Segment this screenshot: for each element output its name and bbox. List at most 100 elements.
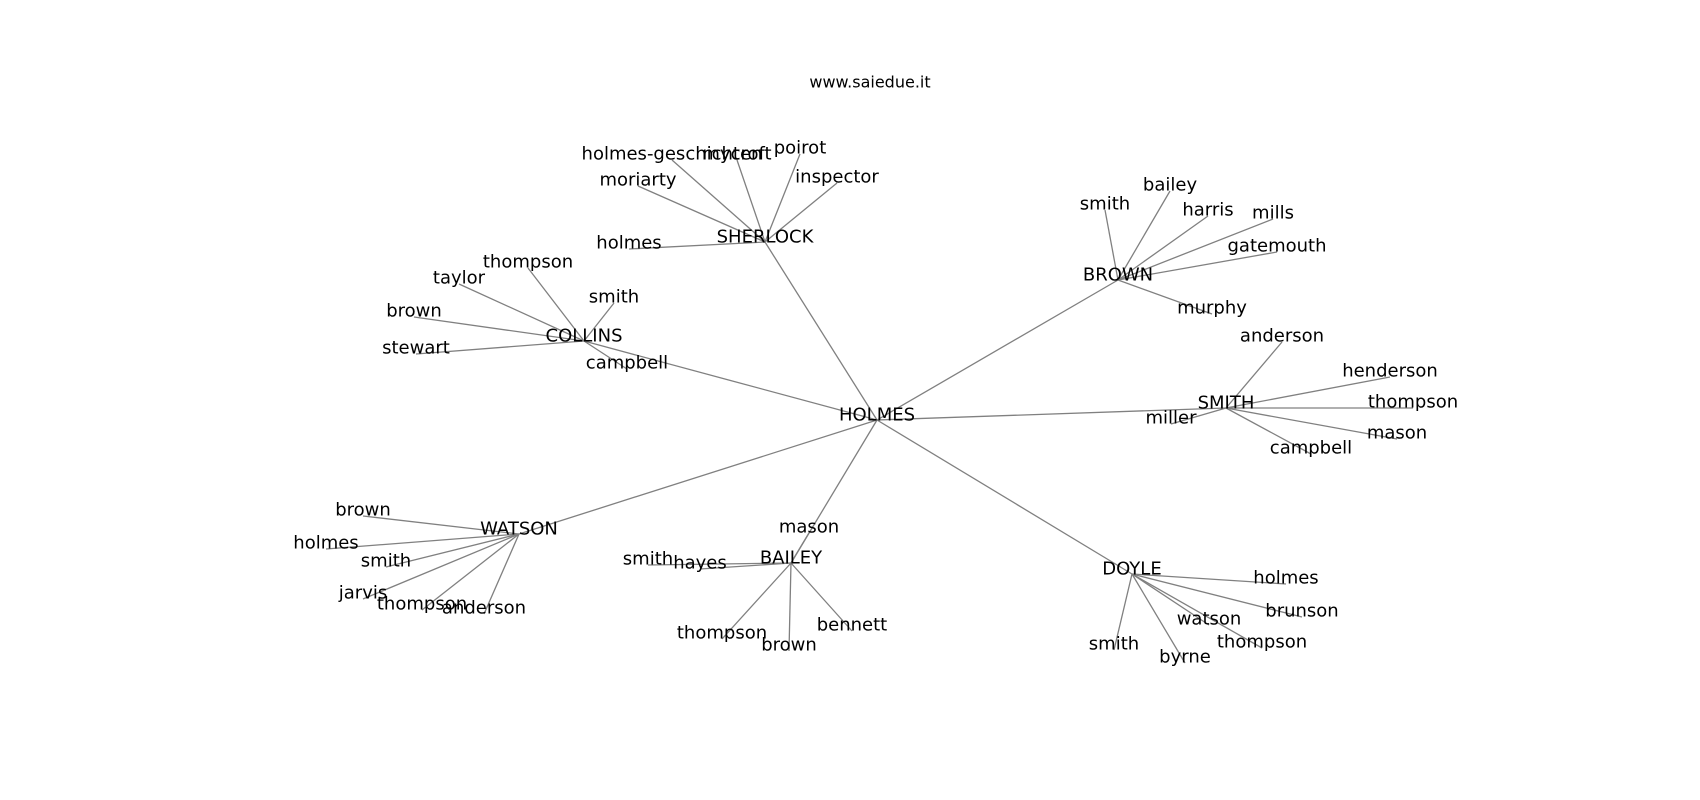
leaf-node-brown-gatemouth: gatemouth: [1227, 236, 1326, 257]
edge-watson-to-holmes: [325, 533, 520, 550]
leaf-node-brown-smith: smith: [1080, 194, 1130, 215]
edge-brown-to-mills: [1117, 218, 1274, 281]
hub-node-smith: SMITH: [1198, 393, 1255, 414]
edge-root-to-sherlock: [764, 241, 878, 421]
edge-sherlock-to-mycroft: [736, 159, 766, 243]
leaf-node-collins-thompson: thompson: [483, 252, 573, 273]
hub-node-bailey: BAILEY: [760, 548, 823, 569]
leaf-node-sherlock-inspector: inspector: [795, 167, 879, 188]
edge-bailey-to-bennett: [790, 562, 853, 632]
edge-collins-to-stewart: [415, 340, 585, 355]
hub-node-sherlock: SHERLOCK: [717, 227, 815, 248]
hub-node-doyle: DOYLE: [1102, 559, 1161, 580]
edge-watson-to-thompson: [421, 533, 520, 611]
edge-smith-to-anderson: [1225, 341, 1283, 409]
site-title: www.saiedue.it: [809, 73, 930, 92]
edge-doyle-to-thompson: [1131, 573, 1263, 649]
edge-smith-to-mason: [1225, 407, 1398, 440]
leaf-node-watson-holmes: holmes: [293, 533, 358, 554]
leaf-node-smith-anderson: anderson: [1240, 326, 1324, 347]
leaf-node-smith-miller: miller: [1145, 408, 1197, 429]
edge-bailey-to-hayes: [699, 562, 792, 570]
leaf-node-bailey-thompson: thompson: [677, 623, 767, 644]
leaf-node-doyle-holmes: holmes: [1253, 568, 1318, 589]
leaf-node-bailey-smith: smith: [623, 549, 673, 570]
leaf-node-watson-thompson: thompson: [377, 594, 467, 615]
leaf-node-brown-mills: mills: [1252, 203, 1294, 224]
leaf-node-doyle-smith: smith: [1089, 634, 1139, 655]
edge-collins-to-thompson: [527, 267, 585, 342]
edge-collins-to-brown: [413, 316, 585, 342]
hub-node-watson: WATSON: [480, 519, 558, 540]
edge-collins-to-campbell: [583, 340, 628, 370]
leaf-node-sherlock-poirot: poirot: [774, 138, 827, 159]
leaf-node-watson-anderson: anderson: [442, 598, 526, 619]
hub-node-brown: BROWN: [1083, 265, 1153, 286]
leaf-node-sherlock-moriarty: moriarty: [599, 170, 676, 191]
edge-brown-to-bailey: [1117, 190, 1171, 281]
edge-bailey-to-smith: [647, 562, 792, 566]
edge-sherlock-to-holmes: [628, 241, 766, 250]
leaf-node-smith-mason: mason: [1367, 423, 1427, 444]
leaf-node-bailey-brown: brown: [761, 635, 817, 656]
edge-sherlock-to-moriarty: [637, 185, 766, 243]
leaf-node-brown-bailey: bailey: [1143, 175, 1198, 196]
leaf-node-doyle-brunson: brunson: [1265, 601, 1338, 622]
leaf-node-doyle-byrne: byrne: [1159, 647, 1211, 668]
edge-brown-to-harris: [1117, 215, 1209, 281]
edge-doyle-to-byrne: [1131, 573, 1186, 664]
edge-root-to-collins: [583, 340, 878, 421]
leaf-node-bailey-bennett: bennett: [817, 615, 888, 636]
edge-brown-to-gatemouth: [1117, 251, 1278, 281]
leaf-node-brown-murphy: murphy: [1177, 298, 1247, 319]
edge-root-to-brown: [876, 279, 1119, 421]
leaf-node-brown-harris: harris: [1182, 200, 1233, 221]
leaf-node-bailey-mason: mason: [779, 517, 839, 538]
edge-smith-to-miller: [1170, 407, 1227, 425]
leaf-node-bailey-hayes: hayes: [673, 553, 727, 574]
edge-watson-to-anderson: [483, 533, 520, 615]
edge-doyle-to-watson: [1131, 573, 1210, 626]
edge-collins-to-taylor: [458, 283, 585, 342]
hub-node-collins: COLLINS: [546, 326, 623, 347]
edge-root-to-watson: [518, 419, 878, 535]
leaf-node-watson-jarvis: jarvis: [338, 583, 387, 604]
leaf-node-watson-smith: smith: [361, 551, 411, 572]
leaf-node-doyle-thompson: thompson: [1217, 632, 1307, 653]
leaf-node-collins-taylor: taylor: [433, 268, 486, 289]
root-node-label: HOLMES: [839, 405, 915, 426]
leaf-node-collins-stewart: stewart: [382, 338, 450, 359]
edge-bailey-to-thompson: [721, 562, 792, 640]
leaf-node-doyle-watson: watson: [1177, 609, 1242, 630]
leaf-node-sherlock-mycroft: mycroft: [702, 144, 771, 165]
edge-smith-to-campbell: [1225, 407, 1312, 455]
edge-brown-to-murphy: [1117, 279, 1213, 315]
edge-watson-to-jarvis: [362, 533, 520, 600]
leaf-node-smith-campbell: campbell: [1270, 438, 1352, 459]
edge-sherlock-to-holmes-geschichten: [671, 159, 766, 243]
edge-sherlock-to-poirot: [764, 153, 801, 243]
leaf-node-collins-campbell: campbell: [586, 353, 668, 374]
edge-smith-to-henderson: [1225, 376, 1391, 409]
edge-root-to-doyle: [876, 419, 1133, 575]
edge-bailey-to-mason: [790, 532, 810, 564]
edge-doyle-to-brunson: [1131, 573, 1303, 618]
edge-brown-to-smith: [1104, 209, 1119, 281]
leaf-node-watson-brown: brown: [335, 500, 391, 521]
leaf-node-smith-henderson: henderson: [1342, 361, 1438, 382]
edge-bailey-to-brown: [788, 562, 792, 652]
leaf-node-collins-smith: smith: [589, 287, 639, 308]
leaf-node-smith-thompson: thompson: [1368, 392, 1458, 413]
edge-watson-to-smith: [385, 533, 520, 568]
edge-sherlock-to-inspector: [764, 182, 838, 243]
edge-layer: [325, 153, 1413, 664]
leaf-node-collins-brown: brown: [386, 301, 442, 322]
edge-doyle-to-holmes: [1131, 573, 1287, 585]
edge-watson-to-brown: [362, 515, 520, 535]
leaf-node-sherlock-holmes: holmes: [596, 233, 661, 254]
edge-collins-to-smith: [583, 302, 615, 342]
edge-doyle-to-smith: [1113, 573, 1133, 651]
edge-root-to-smith: [876, 407, 1227, 421]
